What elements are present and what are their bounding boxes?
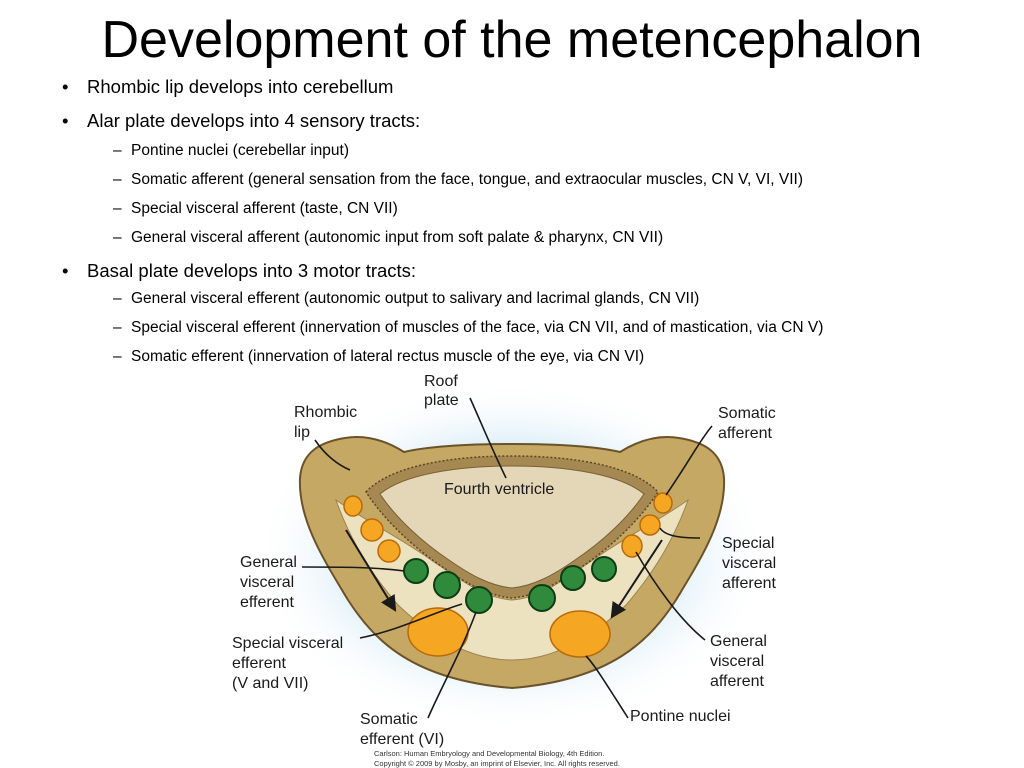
sub-bullet-text: Somatic afferent (general sensation from… <box>131 171 804 188</box>
dash-glyph: – <box>113 319 122 336</box>
dash-glyph: – <box>113 290 122 307</box>
leader-lines <box>301 397 713 719</box>
label-somatic-efferent: Somatic efferent (VI) <box>360 711 444 748</box>
fourth-ventricle <box>379 465 645 589</box>
dash-glyph: – <box>113 200 122 217</box>
label-somatic-afferent: Somatic afferent <box>718 405 780 442</box>
label-special-visceral-efferent: Special visceral efferent (V and VII) <box>232 635 348 692</box>
label-special-visceral-afferent: Special visceral afferent <box>722 535 781 592</box>
migration-arrow-right <box>610 539 663 619</box>
bullet-text: Alar plate develops into 4 sensory tract… <box>87 110 421 131</box>
sub-bullet-text: Pontine nuclei (cerebellar input) <box>131 142 349 159</box>
dash-glyph: – <box>113 229 122 246</box>
roof-plate <box>365 455 659 599</box>
bullet-glyph: • <box>62 260 69 281</box>
migration-arrow-left <box>345 529 397 612</box>
bullet-text: Basal plate develops into 3 motor tracts… <box>87 260 417 281</box>
sub-bullet-text: Special visceral efferent (innervation o… <box>131 319 824 336</box>
dash-glyph: – <box>113 171 122 188</box>
dash-glyph: – <box>113 348 122 365</box>
sub-bullet-text: Somatic efferent (innervation of lateral… <box>131 348 645 365</box>
label-pontine-nuclei: Pontine nuclei <box>630 708 731 725</box>
afferent-nuclei <box>343 492 673 658</box>
label-general-visceral-afferent: General visceral afferent <box>710 633 771 690</box>
label-general-visceral-efferent: General visceral efferent <box>240 554 301 611</box>
sub-bullet-text: Special visceral afferent (taste, CN VII… <box>131 200 398 217</box>
sub-bullet-text: General visceral efferent (autonomic out… <box>131 290 700 307</box>
pontine-nucleus-left <box>407 607 469 657</box>
blue-halo <box>252 380 772 730</box>
label-rhombic-lip: Rhombic lip <box>294 404 362 441</box>
bullet-glyph: • <box>62 110 69 131</box>
inner-plate <box>335 498 689 661</box>
dash-glyph: – <box>113 142 122 159</box>
label-fourth-ventricle: Fourth ventricle <box>444 481 554 498</box>
pontine-nucleus-right <box>549 610 611 658</box>
bullet-text: Rhombic lip develops into cerebellum <box>87 76 394 97</box>
label-roof-plate: Roof plate <box>424 373 462 409</box>
credit-line-1: Carlson: Human Embryology and Developmen… <box>374 749 604 758</box>
outer-tissue <box>298 436 726 690</box>
sub-bullet-text: General visceral afferent (autonomic inp… <box>131 229 664 246</box>
credit-line-2: Copyright © 2009 by Mosby, an imprint of… <box>374 759 620 768</box>
bullet-glyph: • <box>62 76 69 97</box>
slide-title: Development of the metencephalon <box>101 11 923 69</box>
efferent-nuclei <box>403 556 617 614</box>
